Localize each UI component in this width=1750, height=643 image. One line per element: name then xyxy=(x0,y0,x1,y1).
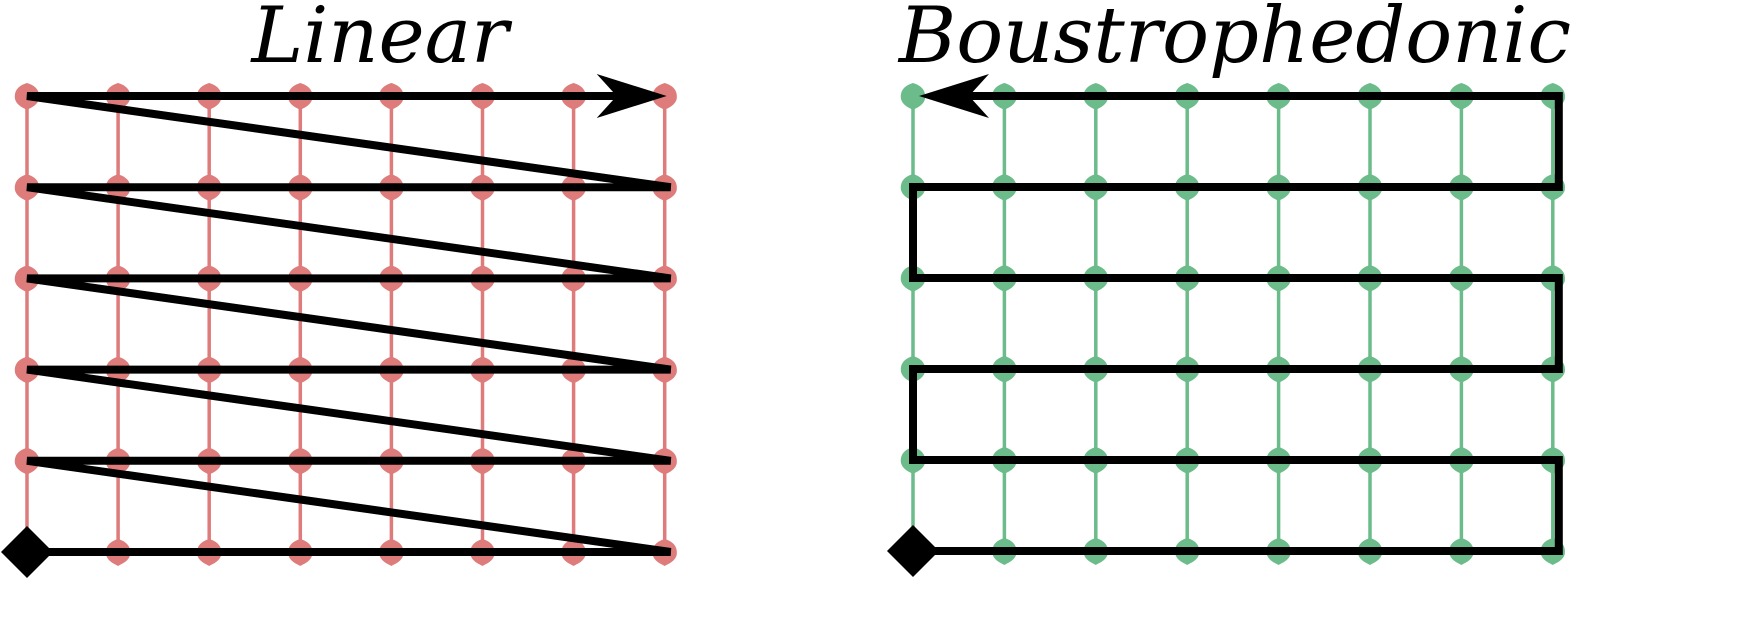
linear-end-arrowhead xyxy=(596,74,667,118)
linear-start-marker xyxy=(1,526,53,578)
boustrophedonic-end-arrowhead xyxy=(919,74,989,118)
boustrophedonic-nodes xyxy=(900,83,1565,565)
linear-traversal-path xyxy=(23,92,672,556)
boustrophedonic-grid xyxy=(911,96,1555,551)
boustrophedonic-start-marker xyxy=(887,525,939,577)
grid-node xyxy=(900,83,926,110)
boustrophedonic-traversal-path xyxy=(909,92,1563,555)
linear-panel: Linear xyxy=(1,0,677,578)
linear-nodes xyxy=(14,83,677,566)
boustrophedonic-title: Boustrophedonic xyxy=(897,0,1571,81)
boustrophedonic-panel: Boustrophedonic xyxy=(887,0,1571,577)
linear-title: Linear xyxy=(250,0,514,81)
